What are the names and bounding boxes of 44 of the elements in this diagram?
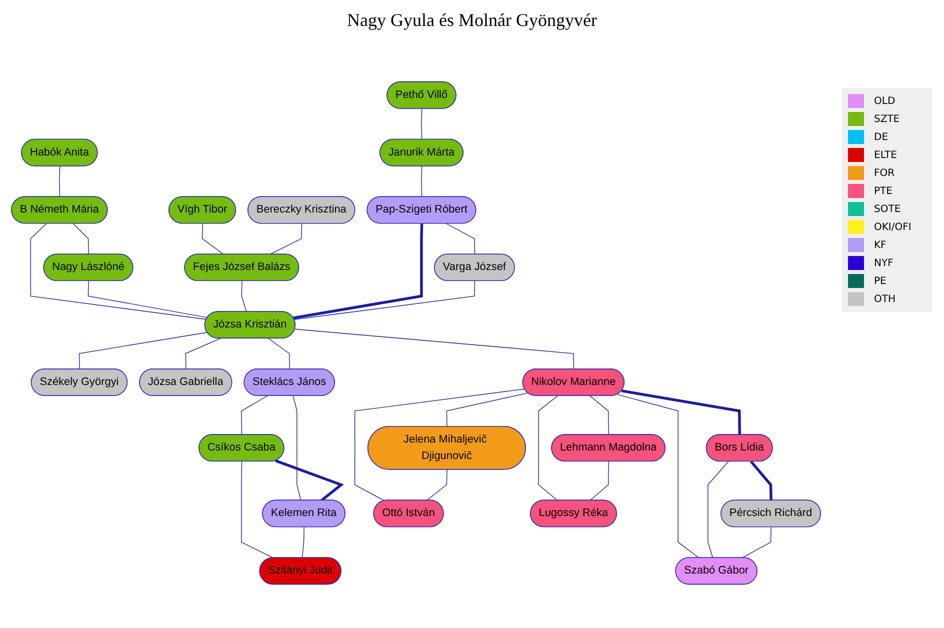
connector [59,166,60,198]
legend-label: ELTE [874,150,897,160]
connector [426,469,448,501]
connector [241,461,274,558]
legend-label: DE [874,132,888,142]
connector [294,280,476,320]
legend-label: PTE [874,186,892,196]
connector [78,332,208,370]
connector [88,280,208,318]
legend-label: FOR [874,168,895,178]
connector [621,389,742,435]
connector [446,223,476,255]
connector [446,392,528,427]
connector [590,396,609,436]
connector [30,223,207,320]
connector [292,396,302,501]
connector [742,526,772,558]
connector [421,166,422,198]
legend-label: PE [874,276,886,286]
legend-label: NYF [874,258,894,268]
connector [590,461,609,501]
connector [72,223,89,255]
connector [202,223,224,255]
connector [302,526,304,558]
legend-label: SOTE [874,204,901,214]
connector [268,338,290,370]
legend-label: OKI/OFI [874,222,912,232]
connector [708,461,729,558]
legend-label: KF [874,240,886,250]
connector [538,396,558,501]
connector [421,108,422,140]
legend-label: OTH [874,294,896,304]
connector [293,224,424,320]
connector [750,460,772,501]
connector [241,280,247,312]
diagram-title: Nagy Gyula és Molnár Gyöngyvér [346,10,598,31]
connector [185,338,221,370]
legend-label: SZTE [874,114,900,124]
connector [354,388,526,502]
legend-label: OLD [874,96,896,106]
connector [275,459,344,502]
connector [616,394,700,558]
connector [269,223,302,255]
connector [294,328,574,370]
